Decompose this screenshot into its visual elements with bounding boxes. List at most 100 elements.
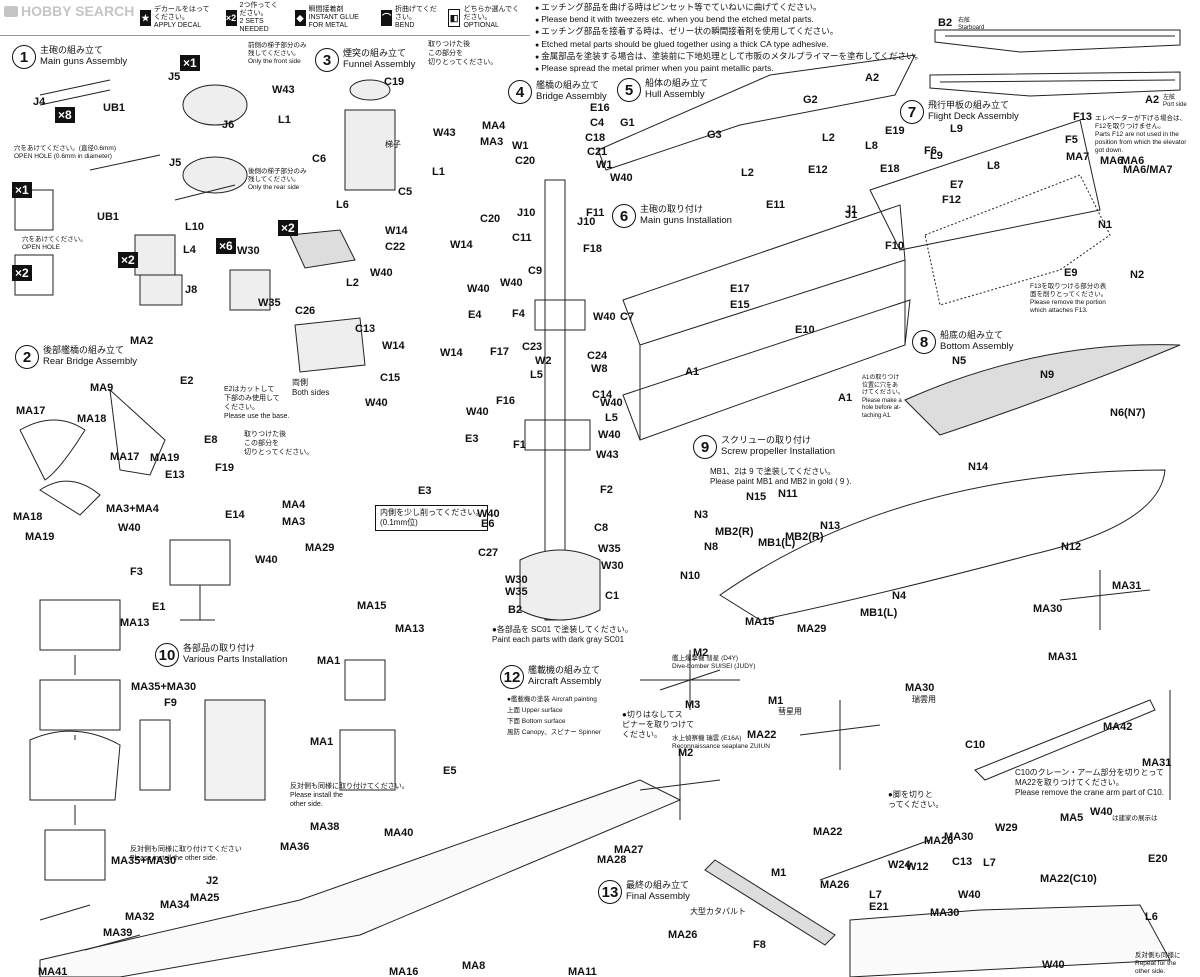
part-label: A1 xyxy=(685,366,700,378)
step-title-en: Rear Bridge Assembly xyxy=(43,356,137,367)
part-label: J10 xyxy=(577,216,596,228)
note-front-only: 前側の梯子部分のみ 残してください。 Only the front side xyxy=(248,42,307,65)
part-label: E7 xyxy=(950,179,964,191)
part-label: W43 xyxy=(433,127,456,139)
step-title-ja: 各部品の取り付け xyxy=(183,643,256,653)
part-label: W14 xyxy=(450,239,473,251)
label-a2: A2 xyxy=(1145,94,1160,106)
bend-icon: ⌒ xyxy=(381,9,393,26)
part-label: W40 xyxy=(467,283,490,295)
part-label: W30 xyxy=(505,574,528,586)
step-title-en: Aircraft Assembly xyxy=(528,676,602,687)
part-label: MA6 xyxy=(1100,155,1124,167)
part-label: F9 xyxy=(164,697,177,709)
part-label: J1 xyxy=(845,209,858,221)
bottom-hull xyxy=(904,344,1181,436)
star-icon: ★ xyxy=(140,9,151,26)
rail-parts xyxy=(39,839,931,951)
symbol-legend: ★ デカールをはってください。APPLY DECAL ×2 2つ作ってください。… xyxy=(0,0,530,36)
note-judy: 艦上爆撃機 彗星 (D4Y) Dive-bomber SUISEI (JUDY) xyxy=(672,655,756,670)
part-label: E15 xyxy=(730,299,750,311)
part-label: C18 xyxy=(585,132,606,144)
legend-en: OPTIONAL xyxy=(463,21,499,29)
part-label: MA3+MA4 xyxy=(106,503,159,515)
part-label: MA30 xyxy=(905,682,935,694)
part-label: MA2 xyxy=(130,335,154,347)
part-label: E9 xyxy=(1064,267,1078,279)
legend-optional: ◧ どちらか選んでください。OPTIONAL xyxy=(447,6,520,30)
part-label: F3 xyxy=(130,566,143,578)
note-open-hole-06: 穴をあけてください。(直径0.6mm) OPEN HOLE (0.6mm in … xyxy=(14,145,116,160)
part-label: E10 xyxy=(795,324,815,336)
part-label: MA38 xyxy=(310,821,340,833)
part-label: J5 xyxy=(168,71,181,83)
part-label: W14 xyxy=(440,347,463,359)
part-label: A2 xyxy=(865,72,880,84)
step-title-ja: 艦載機の組み立て xyxy=(528,665,601,675)
step-title-en: Screw propeller Installation xyxy=(721,446,836,457)
part-label: M1 xyxy=(771,867,787,879)
step-title-ja: 主砲の組み立て xyxy=(40,45,104,55)
part-label: E5 xyxy=(443,765,457,777)
part-label: C21 xyxy=(587,146,608,158)
part-label: W14 xyxy=(385,225,408,237)
lattice-parts xyxy=(29,599,121,881)
watermark-text: HOBBY SEARCH xyxy=(21,3,135,19)
note-cut-after: 取りつけた後 この部分を 切りとってください。 xyxy=(428,41,498,66)
part-label: C7 xyxy=(620,311,635,323)
part-label: W40 xyxy=(118,522,141,534)
step-number: 9 xyxy=(693,435,717,459)
note-other-side: 反対側も同様に取り付けてください。 Please install the oth… xyxy=(290,783,409,808)
step-title-ja: 船底の組み立て xyxy=(940,330,1004,340)
legend-bend: ⌒ 折曲げてください。BEND xyxy=(381,6,438,30)
note-sc: は建家の展示は xyxy=(1112,815,1158,822)
multiplier-x1: ×1 xyxy=(180,55,200,71)
ship-plan-port xyxy=(929,71,1181,97)
aircraft-drawings xyxy=(639,570,1151,820)
part-label: N6(N7) xyxy=(1110,407,1146,419)
multiplier-x2: ×2 xyxy=(12,265,32,281)
note-e3-cut: 内側を少し削ってください。 (0.1mm位) xyxy=(375,505,489,531)
step-title-en: Flight Deck Assembly xyxy=(928,111,1019,122)
step-number: 5 xyxy=(617,78,641,102)
catapult xyxy=(704,859,836,946)
step-title-ja: 最終の組み立て xyxy=(626,880,690,890)
multiplier-x1: ×1 xyxy=(12,182,32,198)
part-label: MA5 xyxy=(1060,812,1084,824)
hull-outline xyxy=(597,54,916,441)
part-label: MA26 xyxy=(668,929,698,941)
legend-en: BEND xyxy=(395,21,415,29)
step-title-en: Main guns Assembly xyxy=(40,56,128,67)
note-upper: 上面 Upper surface xyxy=(507,707,563,714)
part-label: MA35+MA30 xyxy=(111,855,177,867)
note-cut-after-2: 取りつけた後 この部分を 切りとってください。 xyxy=(244,431,314,456)
part-label: W40 xyxy=(598,429,621,441)
note-bottom: 下面 Bottom surface xyxy=(507,718,566,725)
part-label: F5 xyxy=(1065,134,1078,146)
step-number: 4 xyxy=(508,80,532,104)
step-title-ja: 飛行甲板の組み立て xyxy=(928,100,1010,110)
part-label: F10 xyxy=(885,240,904,252)
step-title-en: Bottom Assembly xyxy=(940,341,1014,352)
step-number: 12 xyxy=(500,665,524,689)
part-label: C19 xyxy=(384,76,405,88)
multiplier-x8: ×8 xyxy=(55,107,75,123)
part-label: E19 xyxy=(885,125,905,137)
part-label: W35 xyxy=(505,586,528,598)
part-label: A1 xyxy=(838,392,853,404)
part-label: MA29 xyxy=(305,542,335,554)
part-label: MA6/MA7 xyxy=(1123,164,1173,176)
part-label: MA35+MA30 xyxy=(131,681,197,693)
part-label: W35 xyxy=(598,543,621,555)
part-label: L2 xyxy=(741,167,754,179)
flight-deck xyxy=(869,119,1111,306)
part-label: F18 xyxy=(583,243,602,255)
part-label: G3 xyxy=(707,129,722,141)
label-b2-sub: 右舷 Starboard xyxy=(958,18,985,31)
part-label: F12 xyxy=(942,194,961,206)
part-label: MB1(L) xyxy=(758,537,796,549)
